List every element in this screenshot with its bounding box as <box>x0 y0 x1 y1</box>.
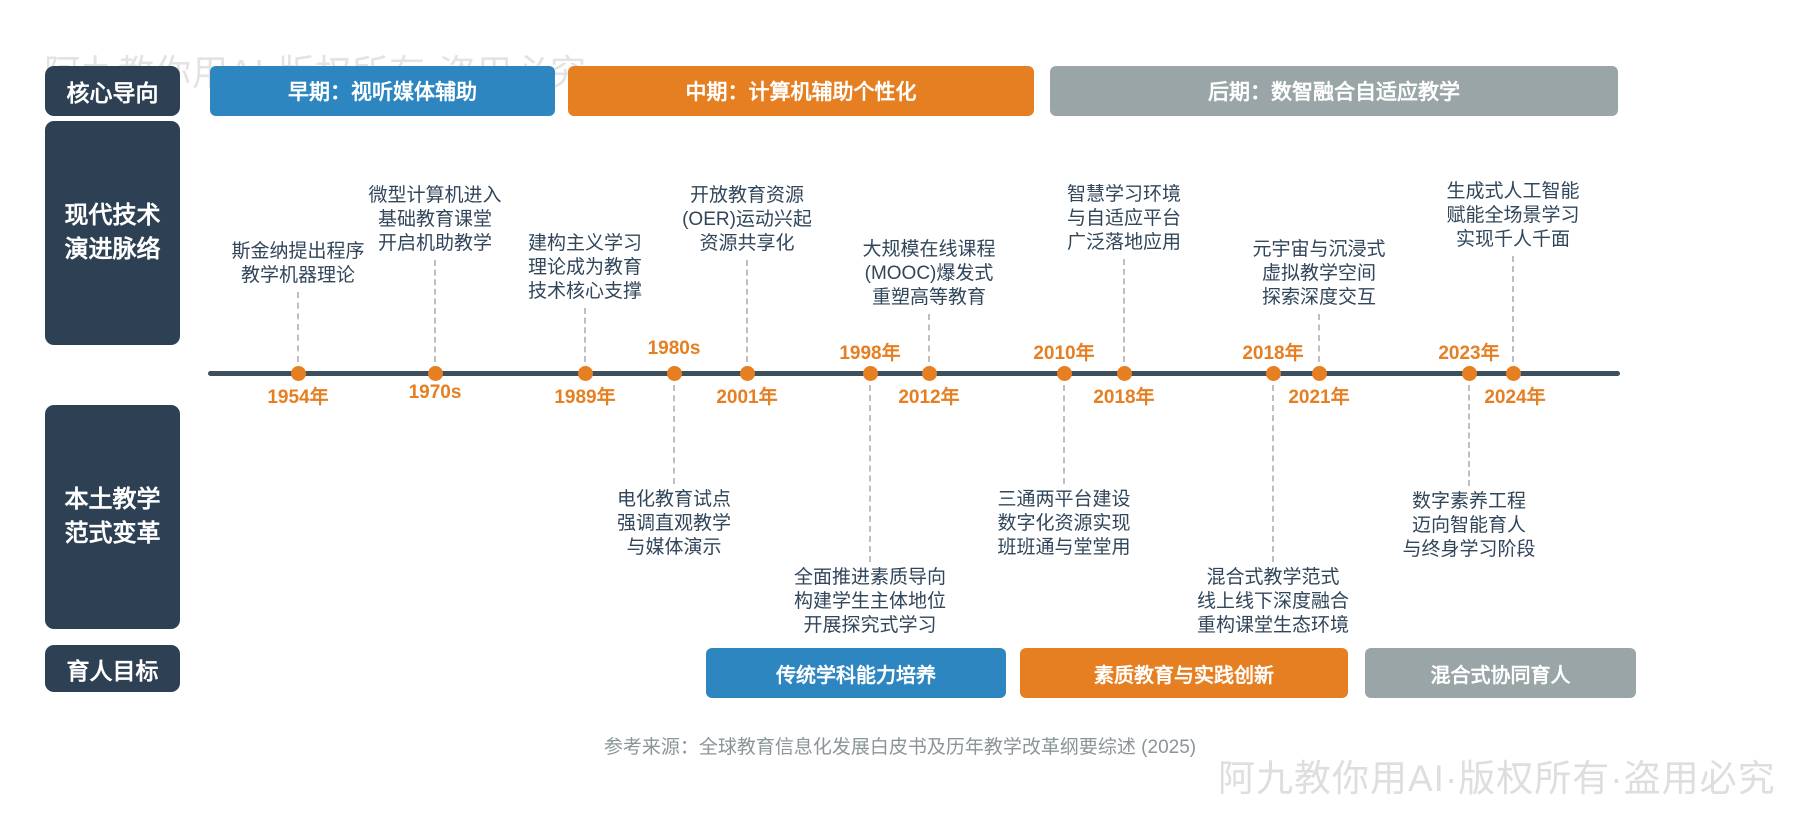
timeline-dot-2024 <box>1506 366 1521 381</box>
timeline-dot-2001 <box>740 366 755 381</box>
event-smart-learning-env: 智慧学习环境 与自适应平台 广泛落地应用 <box>1066 184 1182 253</box>
row-label-line: 现代技术 <box>64 202 161 229</box>
connector-dash <box>1512 256 1514 362</box>
goal-bar-quality-practice: 素质教育与实践创新 <box>1020 648 1348 698</box>
timeline-axis <box>208 371 1620 376</box>
connector-dash <box>584 308 586 362</box>
reference-source-note: 参考来源：全球教育信息化发展白皮书及历年教学改革纲要综述 (2025) <box>603 737 1197 758</box>
phase-bar-late: 后期：数智融合自适应教学 <box>1050 66 1618 116</box>
event-microcomputer-classroom: 微型计算机进入 基础教育课堂 开启机助教学 <box>368 185 502 254</box>
connector-dash <box>869 385 871 562</box>
row-label-local-paradigm-track: 本土教学 范式变革 <box>45 405 180 629</box>
goal-bar-blended-coeducation: 混合式协同育人 <box>1365 648 1636 698</box>
event-metaverse-immersive: 元宇宙与沉浸式 虚拟教学空间 探索深度交互 <box>1252 239 1386 308</box>
event-digital-literacy-project: 数字素养工程 迈向智能育人 与终身学习阶段 <box>1402 491 1536 560</box>
timeline-dot-2012 <box>922 366 937 381</box>
event-generative-ai: 生成式人工智能 赋能全场景学习 实现千人千面 <box>1446 181 1580 250</box>
connector-dash <box>673 385 675 484</box>
year-label-2021: 2021年 <box>1288 387 1350 408</box>
connector-dash <box>1063 385 1065 484</box>
timeline-dot-2023 <box>1462 366 1477 381</box>
connector-dash <box>1318 314 1320 362</box>
row-label-education-goal: 育人目标 <box>45 645 180 692</box>
year-label-1998: 1998年 <box>839 343 901 364</box>
year-label-1954: 1954年 <box>267 387 329 408</box>
row-label-line: 本土教学 <box>64 486 161 513</box>
timeline-dot-1989 <box>578 366 593 381</box>
timeline-dot-1954 <box>291 366 306 381</box>
event-mooc-boom: 大规模在线课程 (MOOC)爆发式 重塑高等教育 <box>862 239 996 308</box>
row-label-line: 演进脉络 <box>64 236 161 263</box>
phase-bar-mid: 中期：计算机辅助个性化 <box>568 66 1034 116</box>
event-skinner-teaching-machine: 斯金纳提出程序 教学机器理论 <box>231 241 365 286</box>
year-label-2023: 2023年 <box>1438 343 1500 364</box>
year-label-1970s: 1970s <box>408 382 462 403</box>
event-santong-platforms: 三通两平台建设 数字化资源实现 班班通与堂堂用 <box>997 489 1131 558</box>
event-quality-oriented-education: 全面推进素质导向 构建学生主体地位 开展探究式学习 <box>793 567 947 636</box>
phase-bar-early: 早期：视听媒体辅助 <box>210 66 555 116</box>
timeline-dot-1970s <box>428 366 443 381</box>
year-label-2018a: 2018年 <box>1093 387 1155 408</box>
event-constructivism-theory: 建构主义学习 理论成为教育 技术核心支撑 <box>527 233 643 302</box>
watermark-bottom: 阿九教你用AI·版权所有·盗用必究 <box>1218 758 1776 799</box>
year-label-2012: 2012年 <box>898 387 960 408</box>
year-label-2018b: 2018年 <box>1242 343 1304 364</box>
timeline-dot-2021 <box>1312 366 1327 381</box>
connector-dash <box>1123 259 1125 362</box>
connector-dash <box>1272 385 1274 562</box>
year-label-2001: 2001年 <box>716 387 778 408</box>
event-blended-teaching-paradigm: 混合式教学范式 线上线下深度融合 重构课堂生态环境 <box>1196 567 1350 636</box>
row-label-line: 范式变革 <box>64 520 161 547</box>
year-label-2024: 2024年 <box>1484 387 1546 408</box>
connector-dash <box>434 260 436 362</box>
event-audiovisual-education-pilot: 电化教育试点 强调直观教学 与媒体演示 <box>616 489 732 558</box>
year-label-2010: 2010年 <box>1033 343 1095 364</box>
connector-dash <box>928 314 930 362</box>
event-oer-movement: 开放教育资源 (OER)运动兴起 资源共享化 <box>682 185 812 254</box>
year-label-1980s: 1980s <box>647 338 701 359</box>
row-label-core-orientation: 核心导向 <box>45 66 180 116</box>
row-label-modern-tech-track: 现代技术 演进脉络 <box>45 121 180 345</box>
timeline-dot-2018a <box>1117 366 1132 381</box>
connector-dash <box>297 292 299 362</box>
year-label-1989: 1989年 <box>554 387 616 408</box>
timeline-dot-2018b <box>1266 366 1281 381</box>
goal-bar-traditional-subject: 传统学科能力培养 <box>706 648 1006 698</box>
timeline-dot-1980s <box>667 366 682 381</box>
connector-dash <box>746 260 748 362</box>
timeline-dot-2010 <box>1057 366 1072 381</box>
timeline-dot-1998 <box>863 366 878 381</box>
connector-dash <box>1468 385 1470 486</box>
